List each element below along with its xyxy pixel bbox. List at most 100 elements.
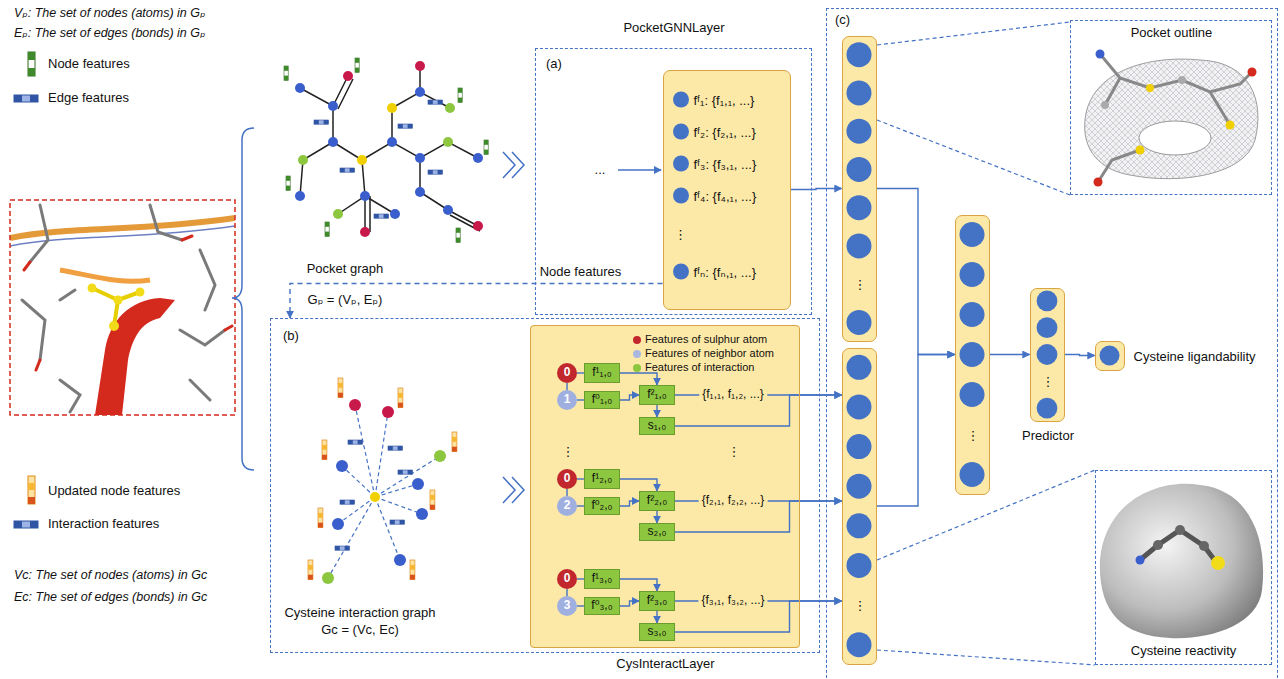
pocket-graph xyxy=(355,58,359,72)
connector xyxy=(620,579,657,591)
score-box: s₃,₀ xyxy=(639,623,675,641)
score-box: s₁,₀ xyxy=(639,417,675,435)
node-text: (a) xyxy=(546,57,562,72)
node-text: 0 xyxy=(564,472,571,486)
legend-text: Edge features xyxy=(48,91,129,106)
protein-illustration xyxy=(60,270,150,281)
vector-element xyxy=(673,187,689,203)
node-text: ⋮ xyxy=(674,227,687,242)
cysteine-graph xyxy=(390,520,404,524)
protein-illustration xyxy=(10,200,235,415)
annotation: ⋮ xyxy=(728,445,741,460)
protein-illustration xyxy=(114,296,123,305)
node-text: ⋮ xyxy=(854,278,867,293)
vector-element xyxy=(846,118,871,143)
cysteine-graph xyxy=(322,440,327,460)
legend-sample xyxy=(28,476,35,504)
cysteine-graph xyxy=(430,490,435,510)
vector-element xyxy=(959,382,984,407)
connector-label: {f₃,₁, f₃,₂, ...} xyxy=(698,594,767,608)
cysteine-graph xyxy=(382,406,394,418)
cysteine-graph xyxy=(338,378,343,398)
reactivity-picture xyxy=(1100,484,1263,638)
output-box: Cysteine ligandability xyxy=(1095,341,1125,371)
vector-element xyxy=(673,91,689,107)
connector xyxy=(566,589,567,596)
pocket-outline-picture xyxy=(1226,121,1235,130)
pocket-graph xyxy=(360,227,370,237)
vector-element xyxy=(1036,397,1057,418)
interaction-feature: f⁰₃,₀ xyxy=(584,597,620,615)
node-text: f²₁,₀ xyxy=(647,388,667,402)
reactivity-picture xyxy=(1153,540,1163,550)
annotation: ⋮ xyxy=(562,445,575,460)
legend-swatch xyxy=(633,364,641,372)
node-text: Cysteine ligandability xyxy=(1134,349,1256,364)
node-text: f¹₃,₀ xyxy=(592,572,613,586)
node-text: (b) xyxy=(283,329,299,344)
sulphur-atom: 0 xyxy=(557,469,577,489)
connector xyxy=(656,405,657,417)
legend-text: Features of sulphur atom xyxy=(645,333,767,346)
legend-swatch xyxy=(633,364,641,372)
vector-element xyxy=(959,222,984,247)
vector-dots xyxy=(843,37,878,343)
protein-illustration xyxy=(10,200,235,415)
pocket-graph xyxy=(360,191,370,201)
interaction-feature: f²₂,₀ xyxy=(639,491,675,511)
pocket-graph xyxy=(445,103,455,113)
cysteine-graph xyxy=(452,432,457,452)
pocket-graph xyxy=(328,101,338,111)
annotation: Gₚ = (Vₚ, Eₚ) xyxy=(308,293,383,308)
vector-element xyxy=(959,262,984,287)
node-text: s₁,₀ xyxy=(648,419,666,433)
pocket-graph xyxy=(284,66,288,80)
connector xyxy=(656,511,657,523)
node-text: Predictor xyxy=(1022,429,1074,444)
vector-element xyxy=(846,42,871,67)
pocket-graph xyxy=(286,176,290,190)
pocket-graph xyxy=(473,153,483,163)
pocket-graph xyxy=(428,170,442,174)
pocket-graph xyxy=(484,140,488,154)
connector-label: {f₂,₁, f₂,₂, ...} xyxy=(699,494,768,508)
vector-dots xyxy=(1096,342,1126,372)
vector-element xyxy=(846,632,871,657)
node-text: ⋮ xyxy=(854,599,867,614)
vector-element xyxy=(846,552,871,577)
cysteine-graph xyxy=(332,518,344,530)
cysteine-graph xyxy=(335,546,349,550)
connector xyxy=(620,395,639,400)
pocket-outline-picture xyxy=(1146,84,1154,92)
pocket-graph xyxy=(295,191,305,201)
pocket-graph xyxy=(390,209,400,219)
annotation: Eₚ: The set of edges (bonds) in Gₚ xyxy=(14,26,205,40)
pocket-graph xyxy=(387,137,397,147)
vector-element xyxy=(846,473,871,498)
annotation: Ec: The set of edges (bonds) in Gc xyxy=(14,590,207,604)
connector xyxy=(577,578,584,579)
legend-swatch xyxy=(633,336,641,344)
legend-swatch xyxy=(633,350,641,358)
image-panel: Pocket outline xyxy=(1070,20,1272,195)
legend-text: Features of neighbor atom xyxy=(645,347,774,360)
node-text: 3 xyxy=(564,599,571,613)
connector xyxy=(620,601,639,606)
interaction-feature: f¹₂,₀ xyxy=(584,469,620,489)
interaction-feature: f⁰₁,₀ xyxy=(584,391,620,409)
pocket-graph xyxy=(295,61,483,237)
pocket-graph xyxy=(387,103,397,113)
legend-sample xyxy=(14,95,38,102)
vector-element xyxy=(846,354,871,379)
interaction-feature: f²₁,₀ xyxy=(639,385,675,405)
feature-vector: ⋮ xyxy=(842,36,877,342)
pocket-outline-picture xyxy=(1094,178,1103,187)
cysteine-graph xyxy=(308,378,457,584)
legend-swatch xyxy=(633,336,641,344)
node-text: Pocket outline xyxy=(1131,26,1213,41)
pocket-graph xyxy=(333,209,343,219)
vector-element xyxy=(673,123,689,139)
legend-swatch xyxy=(14,521,38,528)
cysteine-graph xyxy=(318,508,323,528)
